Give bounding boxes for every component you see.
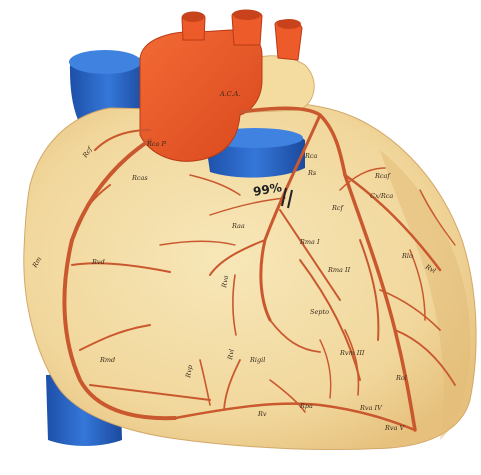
label-misc4: Rol (395, 374, 407, 382)
label-post3: Rva V (384, 424, 406, 432)
label-misc1: Rs (307, 169, 317, 177)
label-inf2: Rpa (299, 402, 313, 410)
label-inf1: Rv (257, 410, 267, 418)
label-lat: Rlo (401, 252, 413, 260)
label-rca-branch: Rcas (131, 174, 148, 182)
label-rca-margin: Rvd (91, 258, 105, 266)
label-circ: Rca (304, 152, 318, 160)
label-diag2: Rma II (327, 266, 351, 274)
label-left-branch: Raa (231, 222, 245, 230)
label-misc3: Rcf (331, 204, 345, 212)
label-rca: Rca P (146, 140, 166, 148)
label-post1: Rvm III (339, 349, 365, 357)
label-post2: Rva IV (359, 404, 383, 412)
label-diag1: Rma I (299, 238, 320, 246)
label-cx: Cx/Rca (370, 192, 393, 200)
label-rca-lower2: Rmd (99, 356, 115, 364)
label-lad: Rcaf (374, 172, 391, 180)
label-aorta: A.C.A. (219, 90, 240, 98)
label-sept: Septo (310, 308, 329, 316)
label-apex1: Rigil (249, 356, 265, 364)
